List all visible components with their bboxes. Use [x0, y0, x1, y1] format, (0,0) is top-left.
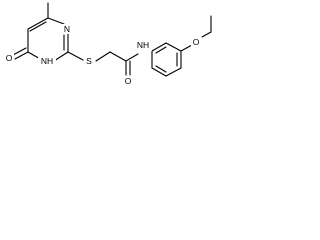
atom-label-ring-n: N — [64, 24, 70, 34]
atom-label-ring-nh: NH — [41, 56, 53, 66]
pyrimidinone-ring — [12, 2, 69, 62]
atom-label-ether-o: O — [193, 37, 200, 47]
atom-label-amide-o: O — [125, 76, 132, 86]
bond-c2-s — [67, 51, 84, 61]
atom-labels: N NH O S O NH O — [4, 24, 202, 86]
bond-ph-2-3 — [165, 42, 182, 52]
bond-n1-c2 — [53, 51, 69, 62]
ethoxy-group — [180, 15, 212, 52]
bond-c6-o-double — [12, 47, 27, 56]
bond-n3-c4 — [47, 17, 65, 25]
atom-label-thioether-s: S — [86, 56, 92, 66]
bond-ph-inner-c — [155, 65, 167, 73]
bond-o-ch2 — [201, 31, 212, 38]
atom-label-ring-carbonyl-o: O — [6, 53, 13, 63]
bond-ph-4-5 — [165, 67, 182, 77]
bond-ph-5-6 — [151, 67, 167, 77]
bond-c4-c5 — [27, 17, 49, 30]
atom-label-amide-nh: NH — [137, 40, 149, 50]
thioacetamide-linker — [67, 47, 153, 76]
bond-c4-c5-double — [29, 21, 47, 32]
bond-ch2-co — [109, 51, 127, 62]
bond-ph-o — [180, 44, 193, 52]
phenyl-ring — [151, 42, 182, 77]
bond-c6-o — [14, 51, 29, 60]
bond-s-ch2 — [95, 51, 111, 62]
bond-ph-1-2 — [151, 42, 167, 52]
molecule-diagram: N NH O S O NH O — [4, 2, 212, 86]
bond-ph-inner-a — [155, 46, 167, 54]
bond-co-nh — [125, 53, 139, 62]
